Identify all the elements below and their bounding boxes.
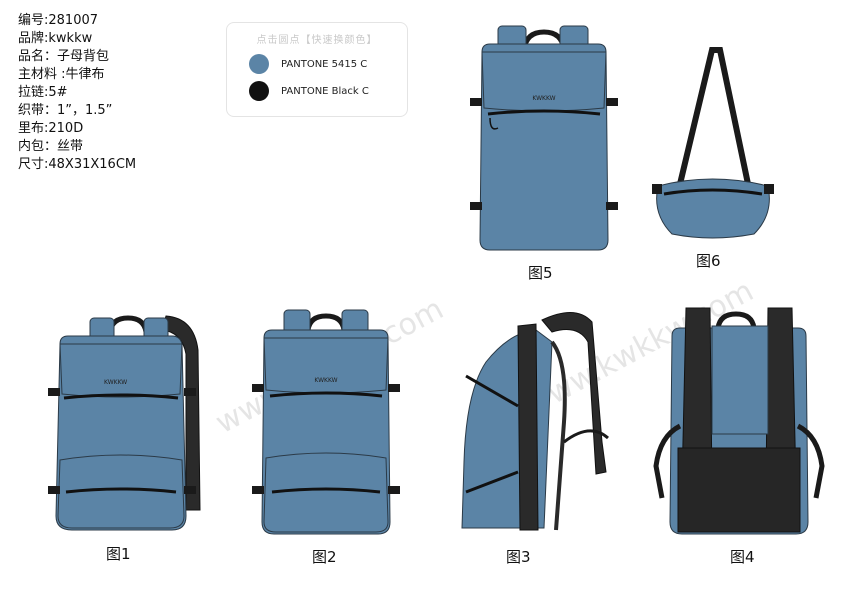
spec-material: 主材料 :牛律布	[18, 67, 105, 82]
figure-2-front-view: KWKKW	[252, 309, 400, 535]
blue-color-dot[interactable]	[249, 54, 269, 74]
figure-4-back-view	[653, 307, 825, 535]
figure-4-label: 图4	[730, 548, 755, 566]
spec-code: 编号:281007	[18, 13, 99, 28]
figure-6-sling-bag	[652, 47, 774, 239]
figure-1-label: 图1	[106, 545, 131, 563]
swatch-black-label: PANTONE Black C	[281, 85, 369, 97]
figure-5-label: 图5	[528, 264, 553, 282]
color-swatch-panel: 点击圆点【快速换颜色】 PANTONE 5415 C PANTONE Black…	[226, 22, 408, 117]
spec-product-name: 品名：子母背包	[18, 49, 110, 64]
spec-brand: 品牌:kwkkw	[18, 31, 93, 46]
black-color-dot[interactable]	[249, 81, 269, 101]
swatch-black[interactable]: PANTONE Black C	[249, 81, 369, 101]
figure-3-side-view	[461, 312, 609, 531]
swatch-panel-title: 点击圆点【快速换颜色】	[256, 35, 378, 46]
figure-5-front-view: KWKKW	[470, 25, 618, 251]
spec-size: 尺寸:48X31X16CM	[18, 157, 137, 172]
fig2-brand-logo: KWKKW	[314, 377, 337, 384]
spec-list: 编号:281007 品牌:kwkkw 品名：子母背包 主材料 :牛律布 拉链:5…	[18, 12, 136, 174]
spec-webbing: 织带：1”，1.5”	[18, 103, 113, 118]
spec-zipper: 拉链:5#	[18, 85, 68, 100]
figure-2-label: 图2	[312, 548, 337, 566]
swatch-blue-label: PANTONE 5415 C	[281, 58, 368, 70]
figure-1-angled-view: KWKKW	[48, 315, 201, 531]
swatch-blue[interactable]: PANTONE 5415 C	[249, 54, 367, 74]
fig5-brand-logo: KWKKW	[532, 95, 555, 102]
fig1-brand-logo: KWKKW	[104, 379, 127, 386]
figure-3-label: 图3	[506, 548, 531, 566]
spec-lining: 里布:210D	[18, 121, 84, 136]
spec-inner-bag: 内包：丝带	[18, 139, 84, 154]
figure-6-label: 图6	[696, 252, 721, 270]
